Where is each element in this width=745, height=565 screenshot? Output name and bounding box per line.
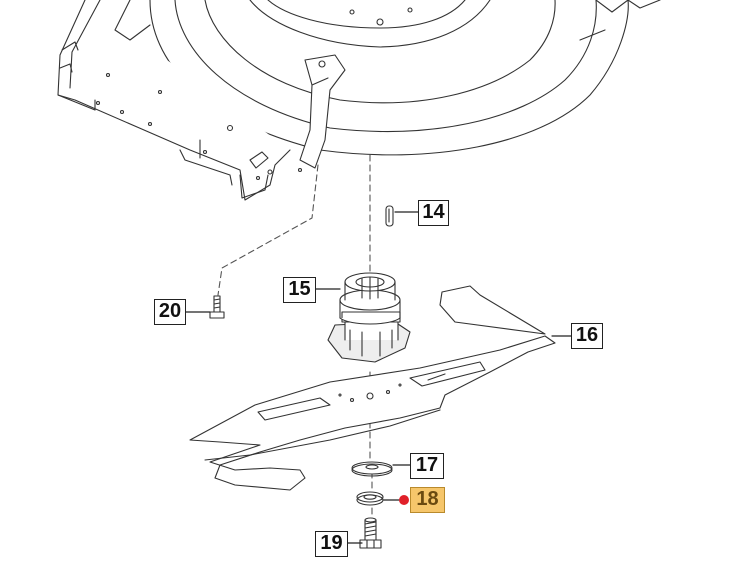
blade-part — [189, 285, 556, 491]
blade-adapter-part — [327, 272, 411, 363]
callout-14[interactable]: 14 — [418, 200, 449, 226]
callout-19[interactable]: 19 — [315, 531, 348, 557]
key-pin-part — [385, 205, 394, 227]
callout-15[interactable]: 15 — [283, 277, 316, 303]
mower-deck — [57, 0, 661, 201]
callout-16[interactable]: 16 — [571, 323, 603, 349]
screw-part — [209, 295, 225, 319]
blade-bolt-part — [359, 517, 382, 549]
callout-17[interactable]: 17 — [410, 453, 444, 479]
callout-20[interactable]: 20 — [154, 299, 186, 325]
highlight-marker — [399, 495, 409, 505]
washer-part — [356, 491, 384, 506]
large-washer-part — [351, 461, 393, 477]
leader-lines — [185, 211, 572, 544]
callout-18[interactable]: 18 — [410, 487, 445, 513]
